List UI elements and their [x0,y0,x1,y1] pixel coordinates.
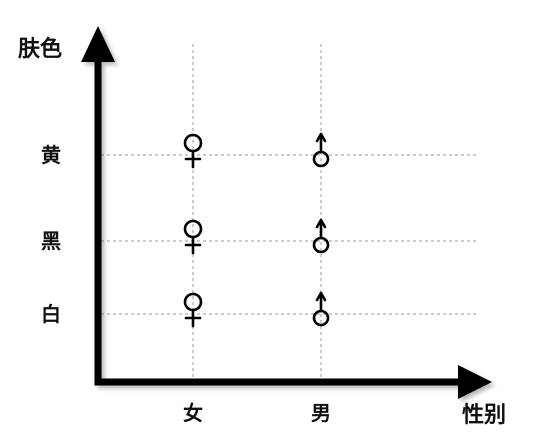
male-symbol [312,132,330,168]
y-tick-label: 黄 [41,143,61,167]
female-symbol [183,219,203,255]
y-axis-title: 肤色 [18,36,62,62]
female-symbol [183,292,203,328]
y-tick-label: 白 [41,302,61,326]
male-symbol [312,218,330,254]
y-tick-labels: 白黑黄 [41,143,61,326]
data-points [183,132,330,328]
axes [81,26,492,399]
grid [101,44,476,380]
y-tick-label: 黑 [41,229,61,253]
x-tick-label: 女 [183,401,203,425]
x-tick-label: 男 [311,401,331,425]
x-axis-title: 性别 [462,403,506,428]
female-symbol [183,133,203,169]
male-symbol [312,291,330,327]
x-axis-arrowhead [458,365,492,399]
x-tick-labels: 女男 [183,401,331,425]
y-axis-arrowhead [81,26,115,62]
